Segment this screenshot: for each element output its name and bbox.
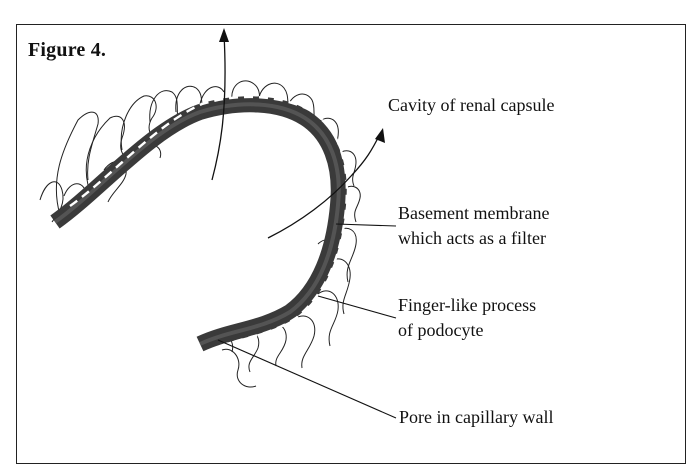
label-finger-line2: of podocyte [398, 318, 536, 343]
figure-title: Figure 4. [28, 39, 106, 62]
label-basement-membrane: Basement membrane which acts as a filter [398, 201, 549, 251]
figure-frame [16, 24, 686, 464]
label-pore-in-capillary-wall: Pore in capillary wall [399, 405, 553, 430]
label-finger-like-process: Finger-like process of podocyte [398, 293, 536, 343]
label-basement-line1: Basement membrane [398, 201, 549, 226]
label-basement-line2: which acts as a filter [398, 226, 549, 251]
label-cavity-of-renal-capsule: Cavity of renal capsule [388, 93, 554, 118]
label-finger-line1: Finger-like process [398, 293, 536, 318]
